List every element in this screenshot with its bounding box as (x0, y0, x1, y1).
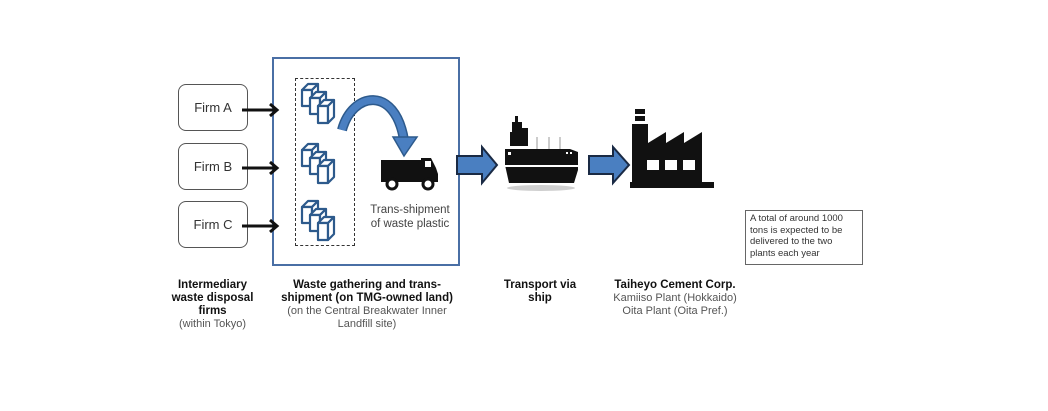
note-line: A total of around 1000 (750, 213, 843, 224)
caption-firms-title: Intermediary (177, 279, 248, 291)
note-line: delivered to the two (750, 236, 833, 247)
firm-a-label: Firm A (194, 100, 232, 115)
firm-b-box: Firm B (178, 143, 248, 190)
arrow-firm-c (242, 218, 280, 234)
caption-transport-title: Transport via (503, 279, 577, 291)
caption-firms-title: firms (198, 305, 227, 317)
waste-boxes-icon (300, 82, 336, 125)
collection-area-dashed (295, 78, 355, 246)
caption-firms: Intermediary waste disposal firms (withi… (160, 279, 265, 331)
factory-icon (630, 109, 714, 188)
transfer-curved-arrow-icon (337, 95, 419, 158)
caption-cement-sub: Kamiiso Plant (Hokkaido) (613, 292, 737, 304)
caption-transport: Transport via ship (495, 279, 585, 305)
caption-firms-title: waste disposal (171, 292, 254, 304)
arrow-firm-b (242, 160, 280, 176)
firm-c-label: Firm C (193, 217, 233, 232)
waste-boxes-icon (300, 199, 336, 242)
arrow-to-ship-icon (456, 144, 499, 186)
transshipment-label-line1: Trans-shipment (370, 204, 450, 216)
caption-cement: Taiheyo Cement Corp. Kamiiso Plant (Hokk… (600, 279, 750, 318)
arrow-firm-a (242, 102, 280, 118)
firm-c-box: Firm C (178, 201, 248, 248)
caption-gathering-title: Waste gathering and trans- (293, 279, 441, 291)
firm-a-box: Firm A (178, 84, 248, 131)
caption-transport-title: ship (528, 292, 552, 304)
waste-boxes-icon (300, 142, 336, 185)
caption-cement-title: Taiheyo Cement Corp. (614, 279, 736, 291)
caption-gathering-title: shipment (on TMG-owned land) (281, 292, 453, 304)
caption-gathering-sub: (on the Central Breakwater Inner (287, 305, 447, 317)
caption-firms-sub: (within Tokyo) (178, 318, 247, 330)
note-line: plants each year (750, 247, 820, 259)
note-line: tons is expected to be (750, 224, 843, 236)
truck-icon (381, 158, 438, 191)
arrow-to-factory-icon (588, 144, 631, 186)
caption-gathering-sub: Landfill site) (337, 318, 397, 330)
annual-volume-note: A total of around 1000 tons is expected … (745, 210, 863, 265)
caption-cement-sub: Oita Plant (Oita Pref.) (622, 305, 728, 317)
firm-b-label: Firm B (193, 159, 233, 174)
transshipment-label-line2: of waste plastic (370, 218, 450, 230)
ship-icon (505, 116, 578, 191)
transshipment-label: Trans-shipment of waste plastic (362, 203, 458, 231)
caption-gathering: Waste gathering and trans- shipment (on … (272, 279, 462, 331)
